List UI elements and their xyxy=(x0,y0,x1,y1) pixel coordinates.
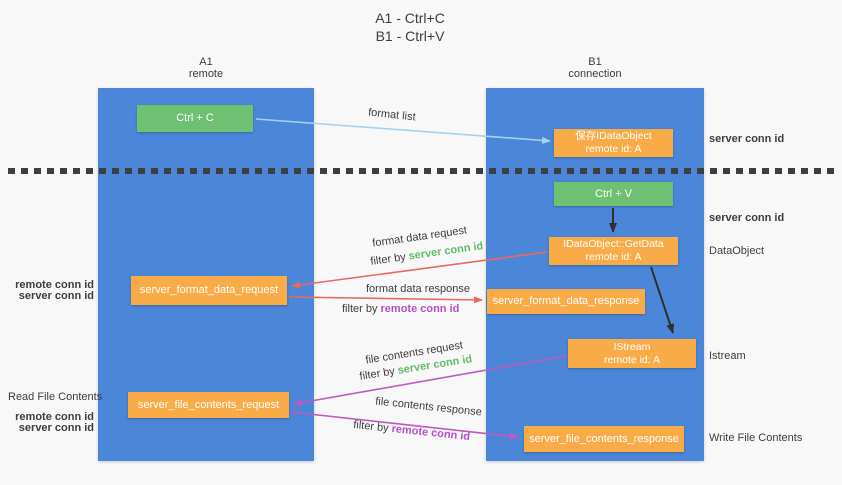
label-left-remote-conn-id-file: remote conn id xyxy=(15,411,94,423)
label-istream: Istream xyxy=(709,350,746,362)
node-istream: IStream remote id: A xyxy=(568,339,696,368)
label-filter-by-prefix: filter by xyxy=(358,364,399,383)
node-ctrl-v: Ctrl + V xyxy=(554,182,673,206)
node-idataobject-getdata: IDataObject::GetData remote id: A xyxy=(549,237,678,265)
node-istream-line1: IStream xyxy=(613,340,651,353)
arrow-format-data-response xyxy=(288,296,483,304)
label-left-server-conn-id-format: server conn id xyxy=(18,290,94,302)
label-left-server-conn-id-file: server conn id xyxy=(18,422,94,434)
node-save-idataobject-line1: 保存IDataObject xyxy=(575,130,652,142)
column-b-name: B1 xyxy=(588,56,602,68)
label-format-data-response: format data response xyxy=(366,283,470,295)
node-server-file-contents-request: server_file_contents_request xyxy=(128,392,289,418)
column-a-role: remote xyxy=(188,68,224,80)
node-ctrl-c: Ctrl + C xyxy=(137,105,253,132)
label-format-list: format list xyxy=(367,106,417,124)
session-separator-dotted-line xyxy=(8,168,834,174)
label-format-data-response-filter: filter by remote conn id xyxy=(342,303,459,315)
label-filter-by-prefix: filter by xyxy=(369,250,410,268)
title-line-1: A1 - Ctrl+C xyxy=(375,10,445,26)
column-b-role: connection xyxy=(568,68,622,80)
label-right-server-conn-id-top: server conn id xyxy=(709,133,785,145)
label-left-remote-conn-id-format: remote conn id xyxy=(15,279,94,291)
node-ctrl-v-label: Ctrl + V xyxy=(595,187,632,200)
node-server-file-contents-response: server_file_contents_response xyxy=(524,426,684,452)
node-server-format-data-response-label: server_format_data_response xyxy=(492,295,640,307)
label-remote-conn-id: remote conn id xyxy=(390,422,471,444)
node-server-file-contents-request-label: server_file_contents_request xyxy=(137,398,280,411)
node-save-idataobject-line2: remote id: A xyxy=(585,143,642,155)
node-server-file-contents-response-label: server_file_contents_response xyxy=(529,432,679,445)
column-a-name: A1 xyxy=(199,56,213,68)
node-server-format-data-response: server_format_data_response xyxy=(487,289,645,314)
column-b-header: B1 connection xyxy=(486,56,704,80)
node-server-format-data-request-label: server_format_data_request xyxy=(139,284,279,296)
node-idataobject-getdata-line1: IDataObject::GetData xyxy=(563,238,664,250)
diagram-title: A1 - Ctrl+C B1 - Ctrl+V xyxy=(310,9,510,45)
node-ctrl-c-label: Ctrl + C xyxy=(176,112,214,124)
node-idataobject-getdata-line2: remote id: A xyxy=(585,251,642,263)
node-istream-line2: remote id: A xyxy=(603,353,661,366)
title-line-2: B1 - Ctrl+V xyxy=(375,28,445,44)
label-file-contents-response: file contents response xyxy=(374,395,483,419)
label-filter-by-prefix: filter by xyxy=(352,418,393,435)
label-file-contents-response-filter: filter by remote conn id xyxy=(353,419,471,443)
node-save-idataobject: 保存IDataObject remote id: A xyxy=(554,129,673,157)
label-filter-by-prefix: filter by xyxy=(342,303,381,315)
column-a-header: A1 remote xyxy=(98,56,314,80)
label-dataobject: DataObject xyxy=(709,245,765,257)
label-remote-conn-id: remote conn id xyxy=(380,303,460,315)
label-write-file-contents: Write File Contents xyxy=(709,432,803,444)
node-server-format-data-request: server_format_data_request xyxy=(131,276,287,305)
label-server-conn-id: server conn id xyxy=(407,240,485,263)
label-read-file-contents: Read File Contents xyxy=(8,391,103,403)
label-right-server-conn-id-mid: server conn id xyxy=(709,212,785,224)
